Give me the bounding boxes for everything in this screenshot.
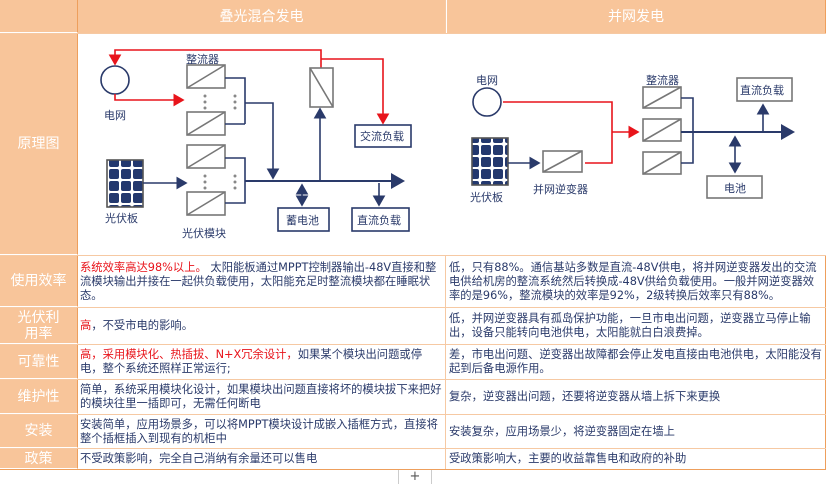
grid-cell: 安装复杂，应用场景少，将逆变器固定在墙上 xyxy=(447,415,826,448)
hybrid-cell: 高，采用模块化、热插拔、N+X冗余设计，如果某个模块出问题或停电，整个系统还照样… xyxy=(78,345,446,379)
hybrid-cell: 高，不受市电的影响。 xyxy=(78,308,446,344)
row-label: 可靠性 xyxy=(0,345,78,379)
dc-load-label: 直流负载 xyxy=(357,213,401,227)
row-label: 原理图 xyxy=(0,34,78,255)
row-label: 使用效率 xyxy=(0,256,78,307)
principle-diagrams: 电网 整流器 光伏板 光伏模块 交流负载 蓄电池 直流负载 电网 光伏板 并网逆… xyxy=(100,49,795,240)
battery-label: 蓄电池 xyxy=(286,214,319,227)
grid-label: 电网 xyxy=(476,74,498,87)
table-row: 可靠性 高，采用模块化、热插拔、N+X冗余设计，如果某个模块出问题或停电，整个系… xyxy=(0,345,826,380)
pv-panel-label: 光伏板 xyxy=(105,211,138,225)
grid-label: 电网 xyxy=(104,109,126,122)
highlight: 高，采用模块化、热插拔、N+X冗余设计， xyxy=(80,348,298,361)
table-row: 政策 不受政策影响，完全自己消纳有余量还可以售电 受政策影响大，主要的收益靠售电… xyxy=(0,449,826,470)
hybrid-cell: 不受政策影响，完全自己消纳有余量还可以售电 xyxy=(78,449,446,469)
hybrid-cell: 安装简单，应用场景多，可以将MPPT模块设计成嵌入插框方式，直接将整个插框插入到… xyxy=(78,415,446,448)
table-row: 使用效率 系统效率高达98%以上。 太阳能板通过MPPT控制器输出-48V直接和… xyxy=(0,256,826,308)
grid-cell: 低，只有88%。通信基站多数是直流-48V供电，将并网逆变器发出的交流电供给机房… xyxy=(447,256,826,307)
label-text: 光伏利用率 xyxy=(17,309,60,342)
table-row: 安装 安装简单，应用场景多，可以将MPPT模块设计成嵌入插框方式，直接将整个插框… xyxy=(0,415,826,449)
diagram-row: 原理图 xyxy=(0,34,826,256)
rectifier-module-icon xyxy=(642,86,682,175)
table-row: 光伏利用率 高，不受市电的影响。 低，并网逆变器具有孤岛保护功能，一旦市电出问题… xyxy=(0,308,826,345)
header-grid-tied: 并网发电 xyxy=(447,0,826,33)
text: ，不受市电的影响。 xyxy=(91,319,193,332)
header-row: 叠光混合发电 并网发电 xyxy=(0,0,826,34)
hybrid-diagram: 电网 整流器 光伏板 光伏模块 交流负载 蓄电池 直流负载 xyxy=(100,49,412,240)
highlight: 高 xyxy=(80,319,92,332)
header-hybrid: 叠光混合发电 xyxy=(78,0,446,33)
add-sheet-button[interactable]: + xyxy=(398,470,432,484)
row-label: 政策 xyxy=(0,449,78,469)
grid-icon xyxy=(100,65,130,95)
highlight: 系统效率高达98%以上。 xyxy=(80,260,207,274)
grid-cell: 低，并网逆变器具有孤岛保护功能，一旦市电出问题，逆变器立马停止输出，设备只能转向… xyxy=(447,308,826,344)
hybrid-cell: 简单，系统采用模块化设计，如果模块出问题直接将坏的模块拔下来把好的模块往里一插即… xyxy=(78,380,446,414)
rectifier-label: 整流器 xyxy=(186,52,219,66)
row-label: 维护性 xyxy=(0,380,78,414)
battery-label: 电池 xyxy=(724,182,746,195)
pv-panel-label: 光伏板 xyxy=(470,190,503,204)
grid-cell: 复杂，逆变器出问题，还要将逆变器从墙上拆下来更换 xyxy=(447,380,826,414)
rectifier-label: 整流器 xyxy=(646,73,679,87)
hybrid-cell: 系统效率高达98%以上。 太阳能板通过MPPT控制器输出-48V直接和整流模块输… xyxy=(78,256,446,307)
row-label: 安装 xyxy=(0,415,78,448)
pv-panel-icon xyxy=(106,159,144,208)
table-row: 维护性 简单，系统采用模块化设计，如果模块出问题直接将坏的模块拔下来把好的模块往… xyxy=(0,380,826,415)
grid-cell: 受政策影响大，主要的收益靠售电和政府的补助 xyxy=(447,449,826,469)
inverter-label: 并网逆变器 xyxy=(533,182,588,196)
ac-load-label: 交流负载 xyxy=(360,129,404,143)
dc-load-label: 直流负载 xyxy=(740,83,784,97)
pv-panel-icon xyxy=(471,137,509,186)
grid-tied-diagram: 电网 光伏板 并网逆变器 整流器 直流负载 电池 xyxy=(470,73,795,204)
header-corner xyxy=(0,0,78,33)
row-label: 光伏利用率 xyxy=(0,308,78,344)
pv-module-label: 光伏模块 xyxy=(182,226,226,240)
rectifier-module-icon xyxy=(186,64,226,216)
text: 如果某个模块出问题或停电，整个系统还照样正常运行; xyxy=(80,348,422,375)
text: 太阳能板通过MPPT控制器输出-48V直接和整流模块输出并接在一起供负载使用，太… xyxy=(80,260,437,302)
grid-cell: 差，市电出问题、逆变器出故障都会停止发电直接由电池供电，太阳能没有起到后备电源作… xyxy=(447,345,826,379)
grid-icon xyxy=(472,87,502,117)
